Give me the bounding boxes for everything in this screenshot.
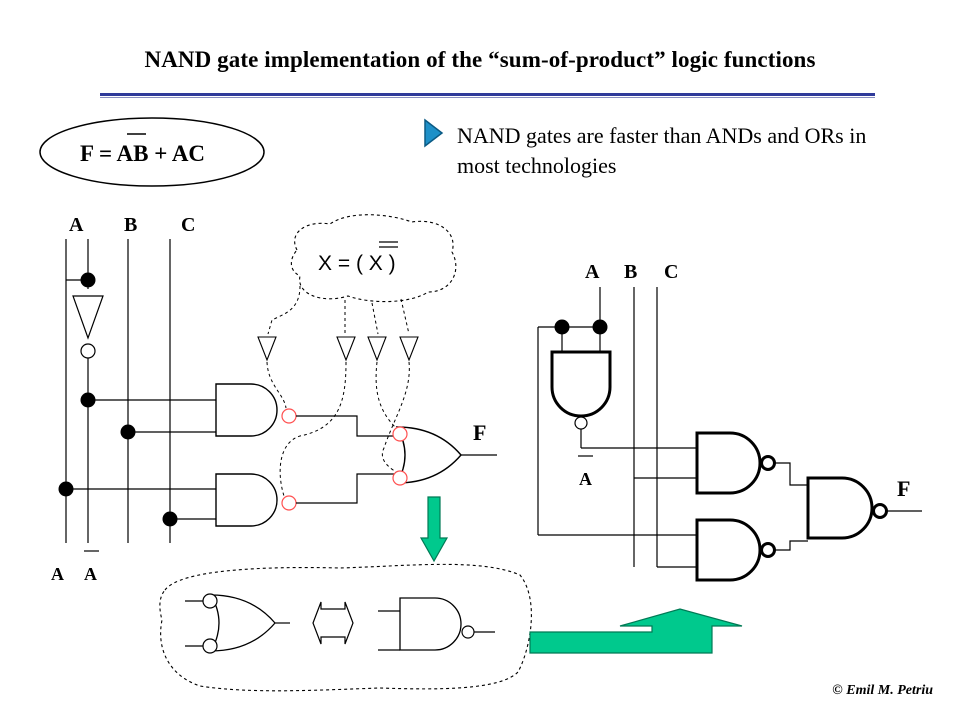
equivalence-cloud: [159, 563, 532, 692]
copyright: © Emil M. Petriu: [832, 683, 933, 698]
left-output-f: F: [473, 420, 486, 445]
nand-gate-equivalent: [399, 597, 462, 651]
flow-arrow-icon: [529, 608, 743, 654]
right-inverted-a: A: [579, 469, 592, 489]
title-underline-shadow: [100, 97, 875, 98]
left-input-b: B: [124, 214, 137, 236]
and-gate-top: [215, 383, 278, 437]
slide-title: NAND gate implementation of the “sum-of-…: [144, 47, 816, 72]
right-output-f: F: [897, 476, 910, 501]
left-input-a: A: [69, 214, 84, 236]
nand-inverter-gate: [550, 350, 612, 418]
nand-gate-output: [806, 476, 874, 540]
left-circuit: A B C: [51, 214, 497, 584]
nand-gate-top: [695, 431, 762, 495]
left-bottom-a: A: [51, 564, 64, 584]
down-arrow-icon: [419, 496, 449, 563]
double-inversion-cloud: [290, 214, 457, 303]
formula-ellipse: [39, 117, 265, 187]
left-bottom-a-bar: A: [84, 564, 97, 584]
and-gate-bottom: [215, 473, 278, 527]
double-inversion-text: X = ( X ): [318, 252, 396, 275]
right-input-a: A: [585, 261, 600, 283]
or-gate-bubbled-inputs: [210, 594, 276, 652]
equivalence-arrow-icon: [312, 601, 354, 645]
bullet-text: NAND gates are faster than ANDs and ORs …: [457, 123, 867, 178]
formula-text: F = AB + AC: [80, 141, 205, 166]
title-underline: [100, 93, 875, 96]
right-input-b: B: [624, 261, 637, 283]
right-circuit: A B C A: [537, 261, 922, 582]
right-input-c: C: [664, 261, 678, 283]
nand-gate-bottom: [695, 518, 762, 582]
bullet-arrow-icon: [424, 118, 444, 148]
left-input-c: C: [181, 214, 195, 236]
inverter-gate: [72, 295, 104, 340]
